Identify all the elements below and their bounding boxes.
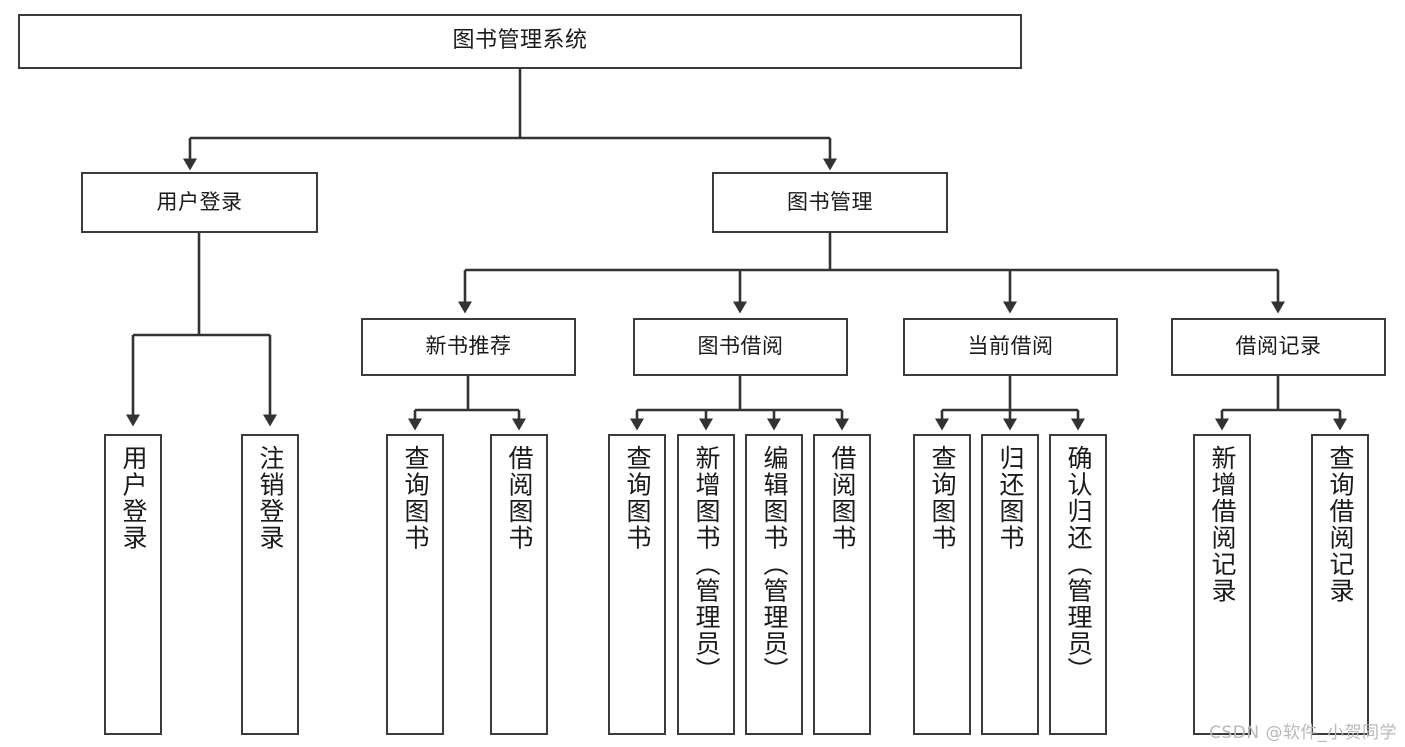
node-label: 借阅图书 (505, 445, 534, 551)
leaf-borrow-record-query-record[interactable]: 查询借阅记录 (1311, 434, 1369, 735)
node-label: 借阅记录 (1235, 334, 1322, 359)
leaf-new-book-query-book[interactable]: 查询图书 (386, 434, 444, 735)
node-label: 新书推荐 (425, 334, 512, 359)
node-label: 用户登录 (119, 445, 148, 551)
node-label: 当前借阅 (967, 334, 1054, 359)
node-label: 查询图书 (401, 445, 430, 551)
leaf-user-login-logout[interactable]: 注销登录 (241, 434, 299, 735)
node-book-management[interactable]: 图书管理 (712, 172, 948, 233)
node-label: 图书借阅 (697, 334, 784, 359)
node-label: 图书管理 (787, 189, 873, 214)
node-user-login[interactable]: 用户登录 (81, 172, 318, 233)
node-label: 注销登录 (256, 445, 285, 551)
leaf-current-borrow-confirm-return-admin[interactable]: 确认归还（管理员） (1049, 434, 1107, 735)
node-label: 查询借阅记录 (1326, 445, 1355, 604)
leaf-book-borrow-edit-book-admin[interactable]: 编辑图书（管理员） (745, 434, 803, 735)
node-borrow-record[interactable]: 借阅记录 (1171, 318, 1386, 376)
node-label: 新增图书（管理员） (692, 445, 721, 684)
leaf-current-borrow-query-book[interactable]: 查询图书 (913, 434, 971, 735)
leaf-user-login-login[interactable]: 用户登录 (104, 434, 162, 735)
leaf-new-book-borrow-book[interactable]: 借阅图书 (490, 434, 548, 735)
node-label: 用户登录 (156, 189, 243, 214)
leaf-current-borrow-return-book[interactable]: 归还图书 (981, 434, 1039, 735)
node-label: 编辑图书（管理员） (760, 445, 789, 684)
node-new-book-recommend[interactable]: 新书推荐 (361, 318, 576, 376)
leaf-book-borrow-query-book[interactable]: 查询图书 (608, 434, 666, 735)
node-current-borrow[interactable]: 当前借阅 (903, 318, 1118, 376)
leaf-borrow-record-add-record[interactable]: 新增借阅记录 (1193, 434, 1251, 735)
node-label: 图书管理系统 (452, 28, 588, 54)
watermark-text: CSDN @软件_小贺同学 (1209, 723, 1397, 743)
node-label: 确认归还（管理员） (1064, 445, 1093, 684)
leaf-book-borrow-borrow-book[interactable]: 借阅图书 (813, 434, 871, 735)
node-label: 借阅图书 (828, 445, 857, 551)
leaf-book-borrow-add-book-admin[interactable]: 新增图书（管理员） (677, 434, 735, 735)
node-label: 新增借阅记录 (1208, 445, 1237, 604)
node-book-borrow[interactable]: 图书借阅 (633, 318, 848, 376)
node-label: 归还图书 (996, 445, 1025, 551)
node-label: 查询图书 (928, 445, 957, 551)
node-root-book-management-system[interactable]: 图书管理系统 (18, 14, 1022, 69)
node-label: 查询图书 (623, 445, 652, 551)
